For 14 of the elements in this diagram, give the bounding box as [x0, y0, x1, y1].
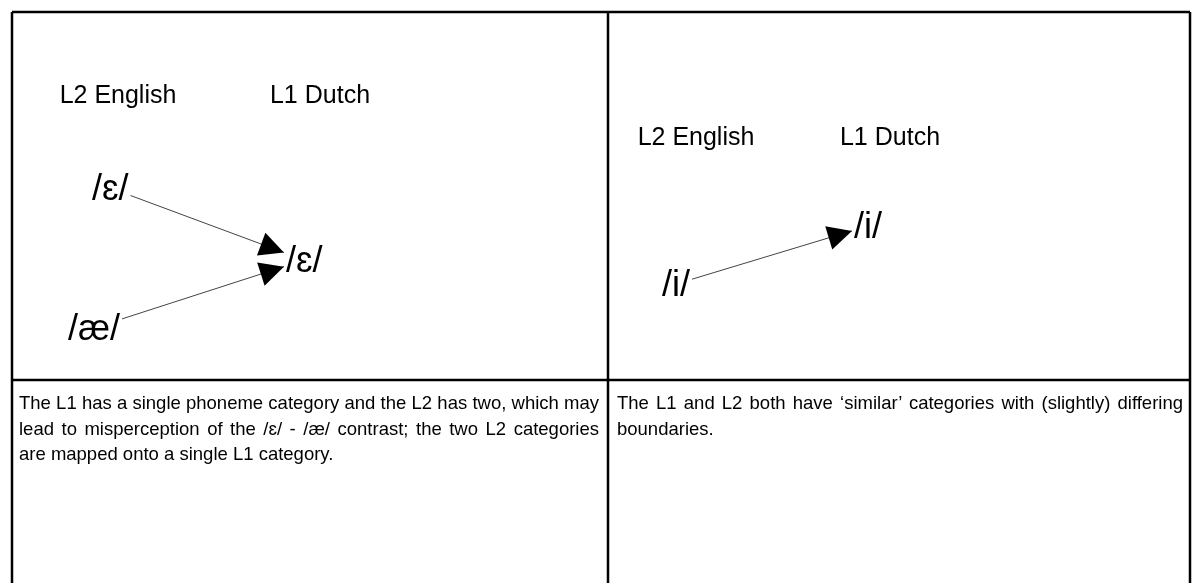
column-heading: L2 English	[58, 80, 178, 108]
arrow	[121, 262, 285, 320]
column-heading: L2 English	[636, 122, 756, 150]
phoneme-symbol: /i/	[660, 264, 692, 304]
phoneme-symbol: /æ/	[66, 308, 122, 348]
phoneme-symbol: /ɛ/	[284, 240, 325, 280]
description-text: The L1 and L2 both have ‘similar’ categories with (slightly) differing boundaries.	[617, 391, 1183, 441]
description-text: The L1 has a single phoneme category and the L2 has two, which may lead to misperception of the /ɛ/ - /æ/ contrast; the two L2 categories are mapped onto a single L1 category.	[19, 391, 599, 467]
column-heading: L1 Dutch	[268, 80, 372, 108]
arrow	[130, 195, 285, 256]
phoneme-symbol: /i/	[852, 206, 884, 246]
arrow	[691, 226, 853, 280]
column-heading: L1 Dutch	[838, 122, 942, 150]
phoneme-symbol: /ɛ/	[90, 168, 131, 208]
